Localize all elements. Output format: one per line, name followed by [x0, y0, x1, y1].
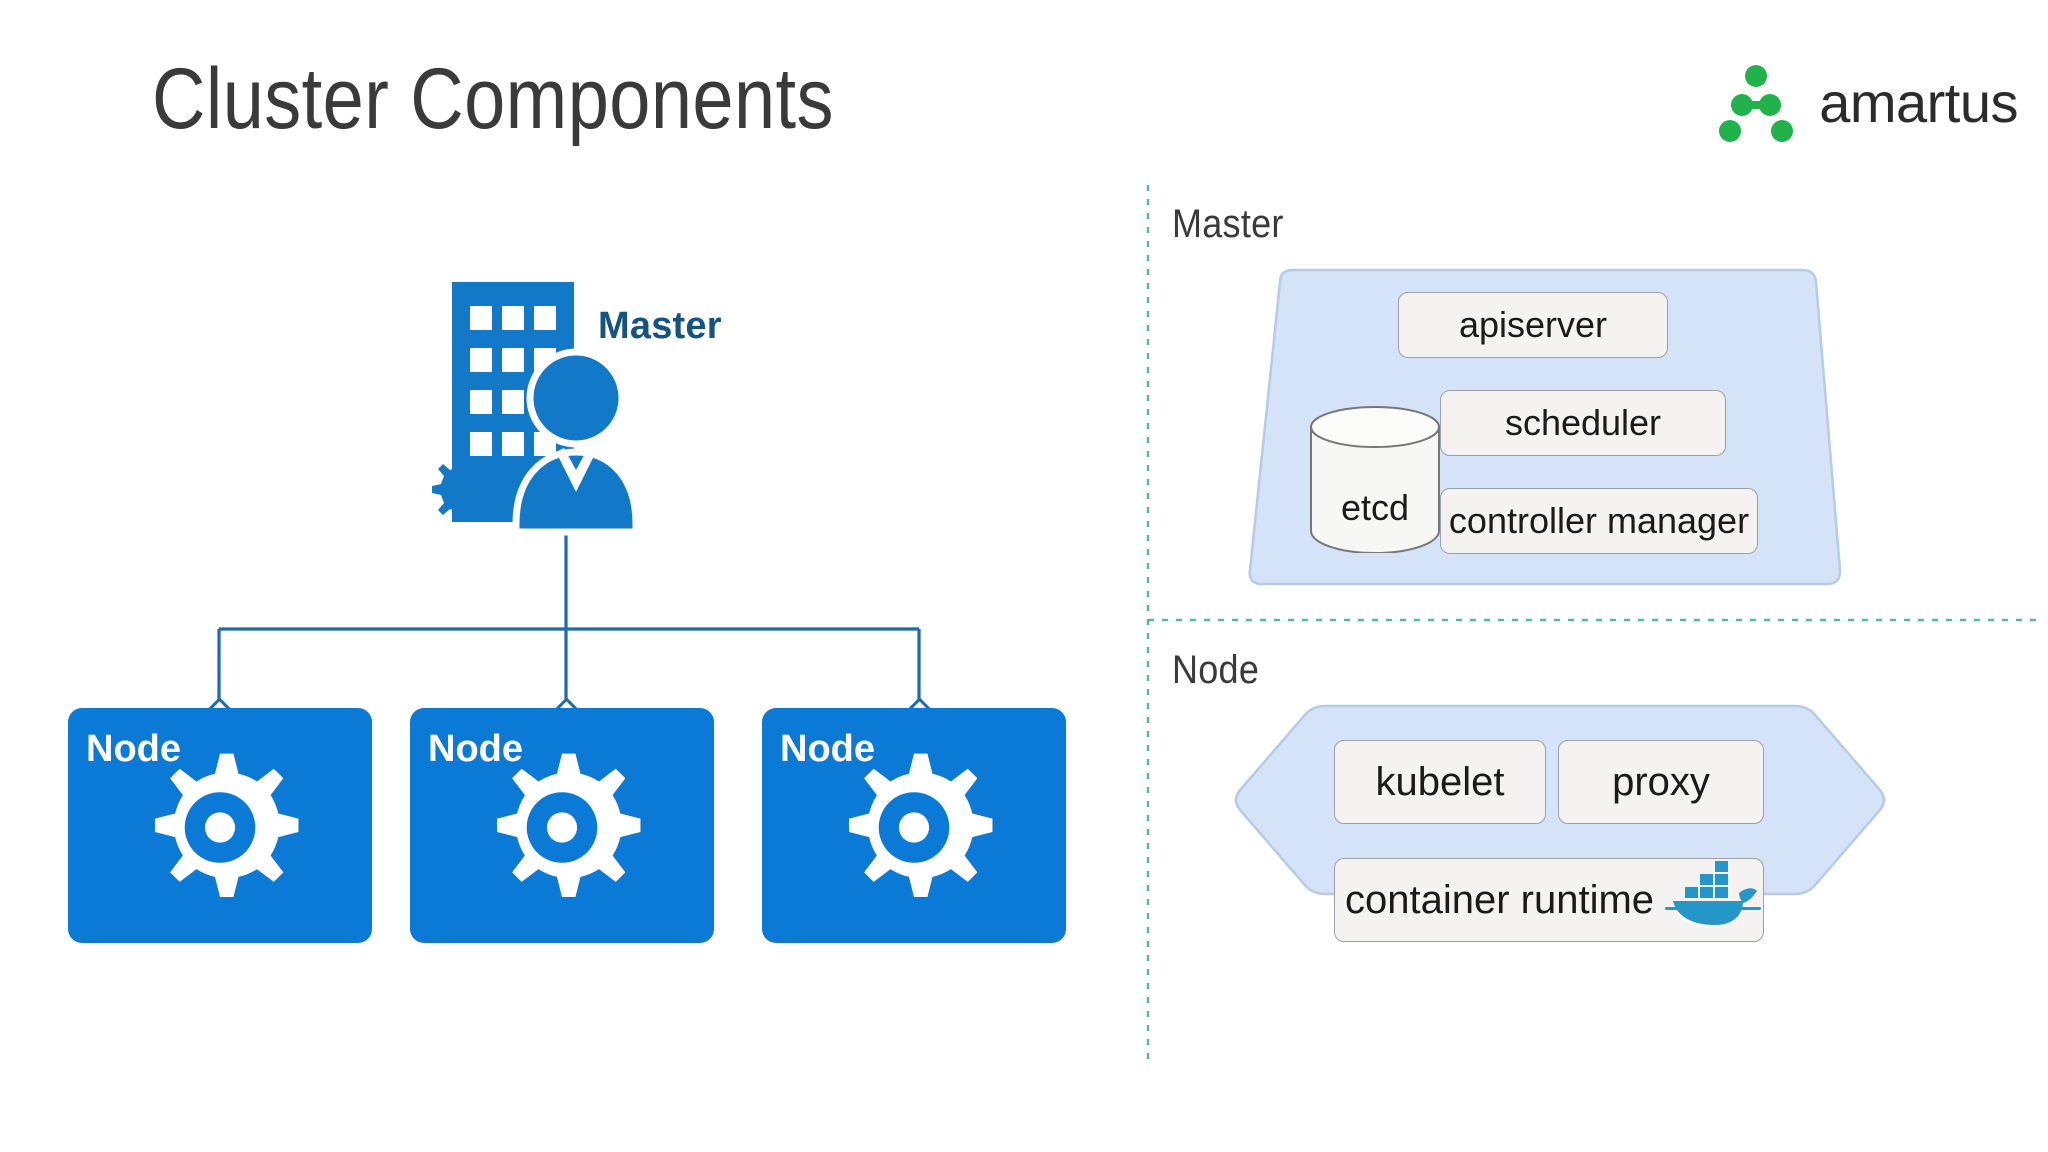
component-box-proxy[interactable]: proxy	[1558, 740, 1764, 824]
node-card[interactable]: Node	[762, 708, 1066, 943]
page-title: Cluster Components	[152, 51, 834, 147]
container-runtime-label: container runtime	[1345, 877, 1655, 922]
panel-shapes	[1146, 185, 2040, 1062]
node-label: Node	[780, 728, 875, 770]
etcd-label: etcd	[1340, 487, 1410, 528]
etcd-cylinder[interactable]: etcd	[1307, 405, 1443, 554]
component-box-container-runtime[interactable]: container runtime	[1334, 858, 1764, 942]
brand-name: amartus	[1819, 70, 2018, 134]
brand-logo: amartus	[1713, 58, 2018, 147]
component-box-controller-manager[interactable]: controller manager	[1440, 488, 1758, 554]
cylinder-database-icon	[1310, 406, 1440, 554]
gear-icon	[830, 744, 998, 917]
master-section-title: Master	[1172, 202, 1284, 246]
node-label: Node	[428, 728, 523, 770]
component-box-kubelet[interactable]: kubelet	[1334, 740, 1546, 824]
master-label: Master	[598, 305, 722, 347]
node-card[interactable]: Node	[68, 708, 372, 943]
docker-whale-icon	[1665, 857, 1761, 943]
cluster-topology-diagram: Master Node Node Node	[68, 282, 1066, 943]
gear-icon	[136, 744, 304, 917]
node-section-title: Node	[1172, 648, 1260, 692]
amartus-dots-logo-icon	[1713, 58, 1799, 147]
component-box-scheduler[interactable]: scheduler	[1440, 390, 1726, 456]
master-building-icon	[432, 282, 636, 532]
node-label: Node	[86, 728, 181, 770]
component-box-apiserver[interactable]: apiserver	[1398, 292, 1668, 358]
components-panel: Master Node etcd apiserver scheduler con…	[1140, 0, 2048, 1152]
gear-icon	[478, 744, 646, 917]
node-card[interactable]: Node	[410, 708, 714, 943]
